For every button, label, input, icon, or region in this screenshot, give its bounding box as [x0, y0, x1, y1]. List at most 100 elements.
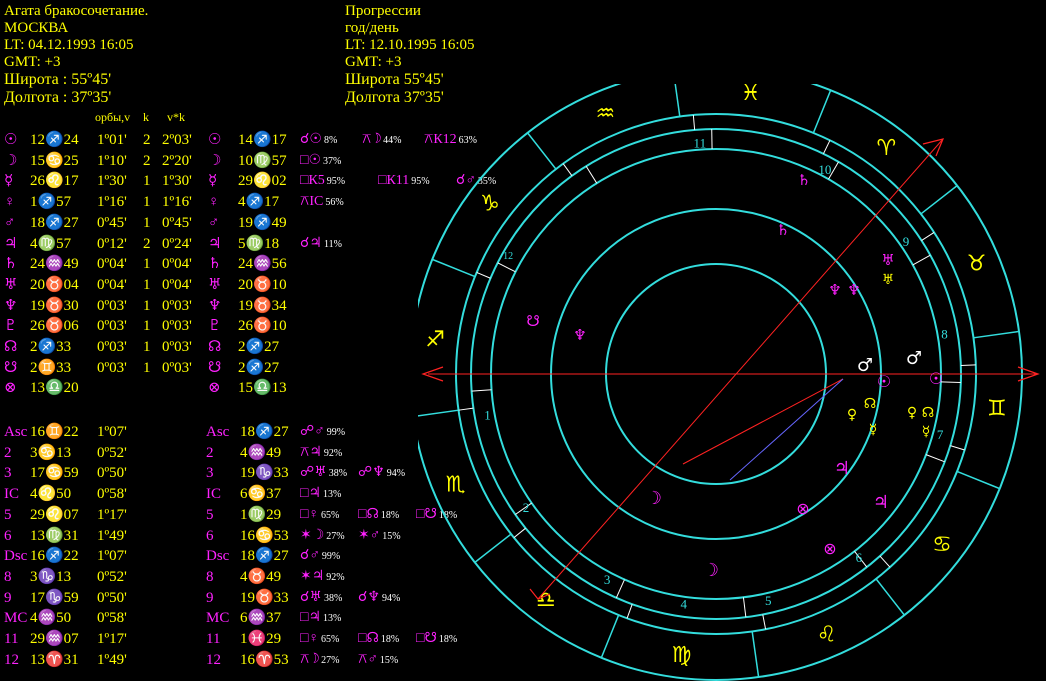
planet-glyph: ☉: [877, 372, 891, 391]
planet-k-value: 1: [143, 297, 151, 314]
planet-glyph: ☋: [4, 359, 18, 376]
planet-k-value: 2: [143, 235, 151, 252]
aspect-symbol: ⚻IC: [300, 194, 324, 210]
planet-progressed-position: 24♒56: [238, 256, 287, 273]
house-progressed-label: Dsc: [206, 548, 230, 565]
aspect-percent: 99%: [321, 551, 341, 563]
aspect-percent: 11%: [323, 238, 342, 250]
planet-glyph: ♃: [834, 458, 850, 479]
aspect-entry: ⚻♂15%: [358, 650, 398, 672]
house-cusp-tick: [471, 389, 492, 392]
header-left-line: GMT: +3: [4, 54, 61, 70]
planet-vk-value: 1º16': [162, 194, 192, 211]
house-label: 11: [4, 631, 19, 647]
house-progressed-position: 6♒37: [240, 610, 282, 627]
aspect-percent: 13%: [323, 489, 342, 501]
planet-glyph: ♀: [847, 407, 857, 423]
planet-natal-position: 18♐27: [30, 214, 79, 231]
ic-arrow-icon: [529, 588, 551, 600]
house-cusp-tick: [854, 550, 868, 568]
house-orb: 1º49': [97, 527, 127, 544]
house-progressed-position: 16♋53: [240, 527, 289, 544]
planet-orb: 1º16': [97, 194, 127, 211]
house-label: 5: [4, 506, 12, 523]
planet-glyph: ♂: [4, 214, 16, 231]
planet-glyph: ♆: [573, 326, 586, 344]
header-left-line: LT: 04.12.1993 16:05: [4, 37, 134, 53]
aspect-symbol: ☌♅: [300, 589, 322, 605]
planet-vk-value: 0º45': [162, 214, 192, 231]
aspect-entry: ☌♂35%: [456, 171, 496, 193]
house-orb: 1º07': [97, 424, 127, 440]
house-progressed-label: 8: [206, 568, 214, 585]
planet-glyph: ♄: [776, 221, 789, 239]
aspect-entry: □☊18%: [358, 629, 399, 651]
planet-progressed-glyph: ⊗: [208, 380, 221, 397]
aspect-percent: 92%: [326, 571, 345, 583]
planet-glyph: ♃: [4, 235, 18, 252]
aspect-percent: 27%: [321, 654, 340, 666]
house-number: 3: [604, 572, 611, 587]
planet-k-value: 2: [143, 152, 151, 169]
planet-glyph: ☉: [4, 132, 18, 148]
zodiac-sign-glyph: ♓: [741, 84, 761, 106]
aspect-line: [682, 378, 844, 465]
header-right-line: LT: 12.10.1995 16:05: [345, 37, 475, 53]
aspect-entry: ☌♂99%: [300, 546, 340, 568]
aspect-percent: 95%: [411, 176, 430, 188]
house-cusp-tick: [513, 527, 526, 539]
planet-glyph: ☽: [4, 152, 18, 169]
house-progressed-position: 16♈53: [240, 651, 289, 668]
planet-natal-position: 12♐24: [30, 132, 79, 148]
planet-natal-position: 2♊33: [30, 359, 72, 376]
aspect-percent: 95%: [326, 176, 346, 188]
house-cusp-tick: [562, 163, 573, 177]
aspect-entry: □☋18%: [416, 629, 457, 651]
aspect-percent: 18%: [438, 509, 458, 521]
planet-glyph: ♄: [4, 256, 18, 273]
planet-progressed-position: 14♐17: [238, 132, 287, 148]
planet-natal-position: 26♉06: [30, 318, 79, 335]
house-label: 3: [4, 465, 12, 482]
aspect-percent: 18%: [438, 634, 458, 645]
planet-vk-value: 0º03': [162, 297, 192, 314]
planet-glyph: ⊗: [4, 380, 17, 397]
header-right-line: Прогрессии: [345, 3, 421, 19]
aspect-entry: ☌♅38%: [300, 588, 342, 610]
aspect-entry: □♃13%: [300, 608, 341, 630]
aspect-symbol: ✶♂: [358, 527, 381, 543]
mc-arrow-icon: [922, 138, 945, 157]
planet-progressed-glyph: ♅: [208, 276, 222, 293]
aspect-entry: ⚻☽44%: [362, 130, 401, 152]
aspect-symbol: ☌♆: [358, 589, 380, 605]
house-natal-position: 17♑59: [30, 589, 79, 606]
aspect-percent: 13%: [323, 613, 342, 625]
house-natal-position: 4♌50: [30, 486, 72, 503]
planet-glyph: ♅: [4, 276, 18, 293]
planet-k-value: 1: [143, 173, 151, 190]
zodiac-divider: [920, 185, 958, 215]
aspect-symbol: ☌♂: [300, 548, 320, 564]
planet-vk-value: 0º04': [162, 276, 192, 293]
planet-glyph: ♅: [882, 272, 895, 288]
planet-orb: 1º30': [97, 173, 127, 190]
aspect-symbol: □☊: [358, 631, 379, 646]
aspect-entry: □♀65%: [300, 629, 339, 651]
zodiac-divider: [432, 258, 476, 278]
house-orb: 0º52': [97, 444, 127, 461]
planet-glyph: ♂: [906, 348, 922, 369]
planet-glyph: ☿: [4, 173, 14, 190]
planet-vk-value: 1º30': [162, 173, 192, 190]
house-label: 9: [4, 589, 12, 606]
aspect-symbol: □К11: [378, 173, 410, 189]
aspect-percent: 8%: [323, 135, 338, 146]
aspect-entry: ⚻☽27%: [300, 650, 339, 672]
planet-glyph: ☽: [646, 488, 662, 509]
column-headers: орбы,v k v*k: [0, 110, 230, 126]
zodiac-sign-glyph: ♎: [536, 588, 556, 613]
planet-glyph: ♆: [828, 281, 841, 299]
zodiac-divider: [474, 533, 512, 563]
